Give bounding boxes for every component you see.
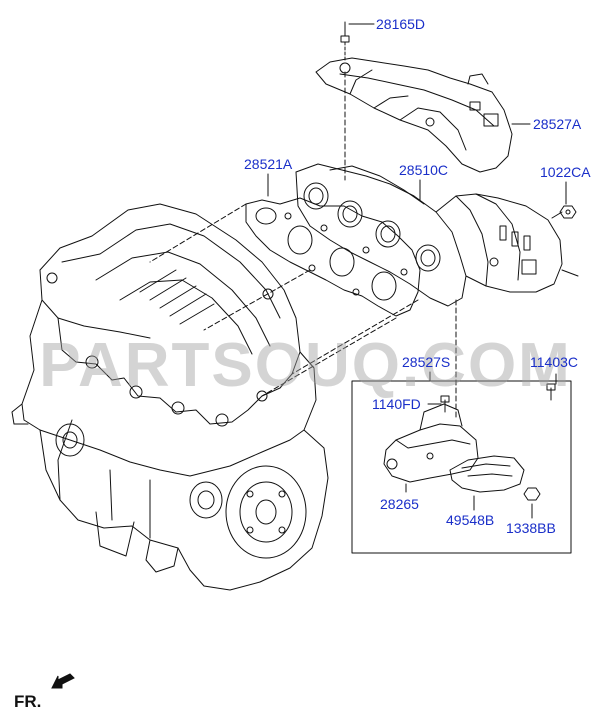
exhaust-manifold-drawing <box>295 163 579 307</box>
callout-28510C[interactable]: 28510C <box>399 162 449 178</box>
callout-11403C[interactable]: 11403C <box>530 354 579 370</box>
lower-heat-protector-drawing <box>383 383 556 501</box>
callout-28521A[interactable]: 28521A <box>244 156 293 172</box>
callout-28265[interactable]: 28265 <box>380 496 419 512</box>
engine-block-drawing <box>11 203 329 591</box>
leader-lines <box>149 23 567 519</box>
lower-assembly-box <box>351 380 572 554</box>
callout-28165D[interactable]: 28165D <box>376 16 426 32</box>
callout-28527S[interactable]: 28527S <box>402 354 451 370</box>
callout-1140FD[interactable]: 1140FD <box>372 396 421 412</box>
callout-49548B[interactable]: 49548B <box>446 512 495 528</box>
callout-1338BB[interactable]: 1338BB <box>506 520 556 536</box>
gasket-drawing <box>245 197 421 317</box>
callout-1022CA[interactable]: 1022CA <box>540 164 591 180</box>
callout-28527A[interactable]: 28527A <box>533 116 582 132</box>
front-direction-arrow-icon <box>51 673 75 689</box>
front-orientation-label: FR. <box>14 692 42 711</box>
